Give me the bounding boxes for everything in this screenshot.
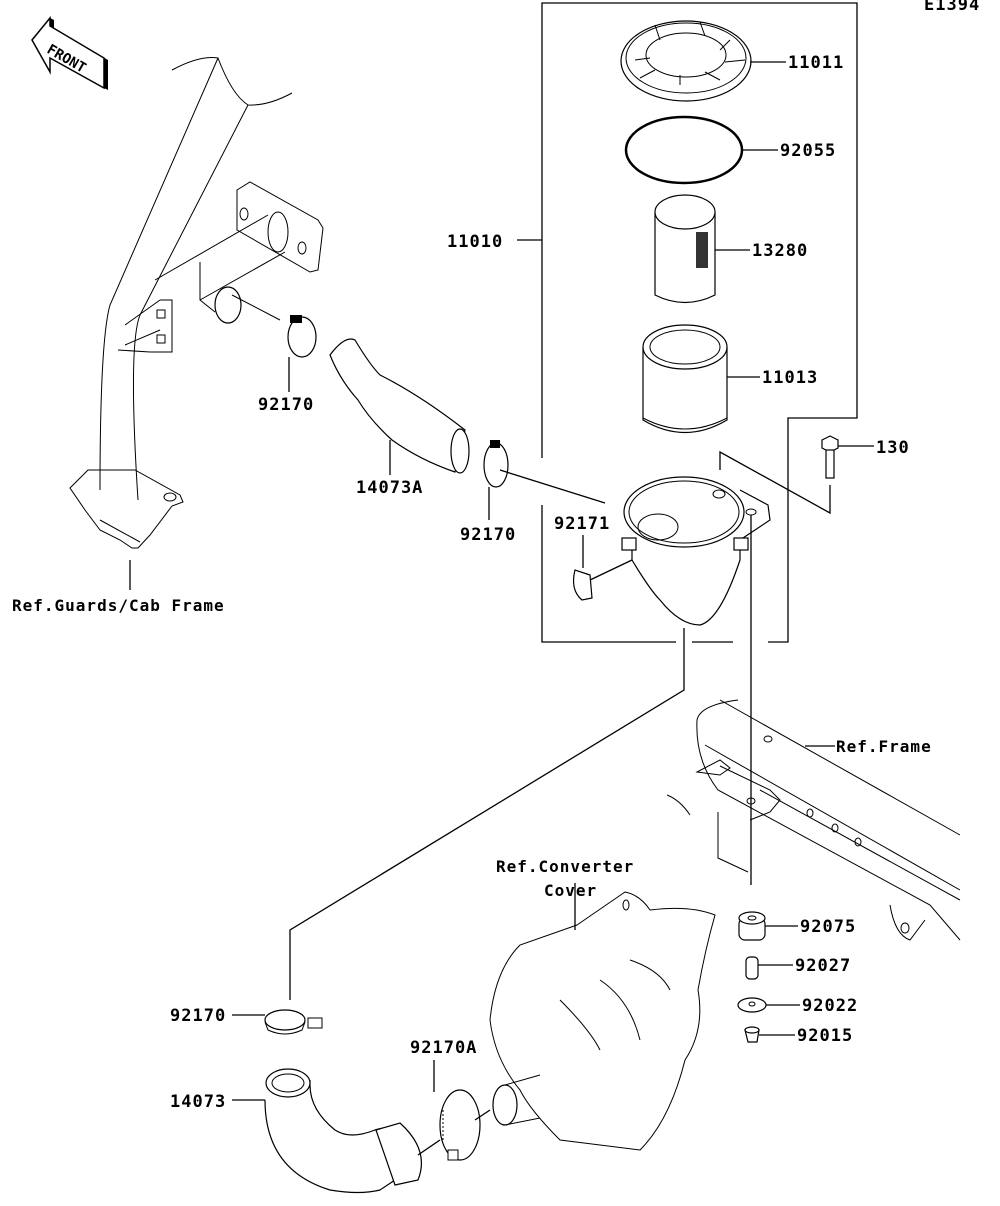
air-inlet-bracket (117, 181, 324, 353)
assembly-11010-outline (289, 2, 858, 1000)
bolt-130 (719, 435, 874, 515)
ref-frame: Ref.Frame (836, 737, 932, 756)
label-92022: 92022 (802, 996, 858, 1016)
label-92027: 92027 (795, 956, 851, 976)
clamp-92170A (433, 1060, 491, 1161)
diagram-code: E1394 (924, 0, 980, 15)
frame-rail (666, 699, 961, 941)
label-92075: 92075 (800, 917, 856, 937)
label-11010: 11010 (447, 232, 503, 252)
clip-92171 (572, 535, 633, 601)
label-130: 130 (876, 438, 910, 458)
filter-element-11013 (642, 324, 760, 434)
o-ring-92055 (624, 115, 778, 185)
clamp-92170-upper (287, 315, 317, 392)
pre-filter-13280 (654, 194, 750, 304)
label-13280: 13280 (752, 241, 808, 261)
ref-converter-line1: Ref.Converter (496, 857, 634, 876)
label-14073: 14073 (170, 1092, 226, 1112)
grommet-92075 (738, 911, 798, 941)
label-92170-upper: 92170 (258, 395, 314, 415)
label-11013: 11013 (762, 368, 818, 388)
converter-cover (489, 883, 716, 1151)
cover-grid-11011 (620, 20, 786, 102)
collar-92027 (745, 956, 793, 980)
air-cleaner-housing (621, 476, 771, 885)
label-92055: 92055 (780, 141, 836, 161)
label-92015: 92015 (797, 1026, 853, 1046)
guards-frame-tube (69, 57, 293, 549)
ref-guards-cab-frame: Ref.Guards/Cab Frame (12, 596, 225, 615)
duct-14073 (232, 1068, 441, 1194)
label-92170-lower: 92170 (170, 1006, 226, 1026)
label-14073A: 14073A (356, 478, 423, 498)
label-92171: 92171 (554, 514, 610, 534)
ref-converter-line2: Cover (544, 881, 597, 900)
clamp-92170-lower (232, 1009, 323, 1035)
label-92170-middle: 92170 (460, 525, 516, 545)
clamp-92170-middle (483, 440, 606, 520)
front-arrow-icon: FRONT (31, 15, 108, 90)
duct-14073A (329, 338, 470, 475)
nut-92015 (744, 1026, 795, 1043)
label-92170A: 92170A (410, 1038, 477, 1058)
label-11011: 11011 (788, 53, 844, 73)
washer-92022 (737, 997, 800, 1013)
